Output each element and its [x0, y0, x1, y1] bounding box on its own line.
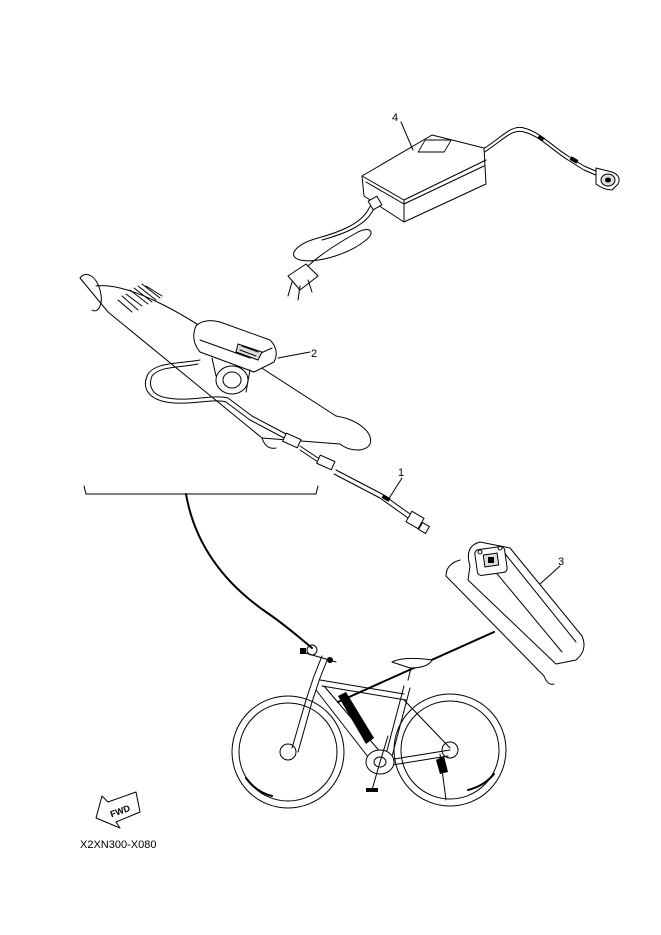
- callout-1: 1: [398, 467, 404, 479]
- handlebar: [79, 274, 372, 451]
- battery-pack: 3: [467, 541, 585, 665]
- callout-3: 3: [558, 556, 564, 568]
- detail-bracket-handlebar: [83, 485, 319, 649]
- fwd-arrow-icon: FWD: [95, 791, 141, 829]
- display-switch: 2: [193, 320, 317, 395]
- grip-knurling: [117, 283, 163, 313]
- display-cable: 1: [144, 359, 430, 534]
- battery-charger: 4: [287, 112, 620, 301]
- diagram-code: X2XN300-X080: [80, 839, 156, 851]
- callout-2: 2: [311, 348, 317, 360]
- callout-4: 4: [392, 112, 398, 124]
- bicycle: [231, 644, 507, 809]
